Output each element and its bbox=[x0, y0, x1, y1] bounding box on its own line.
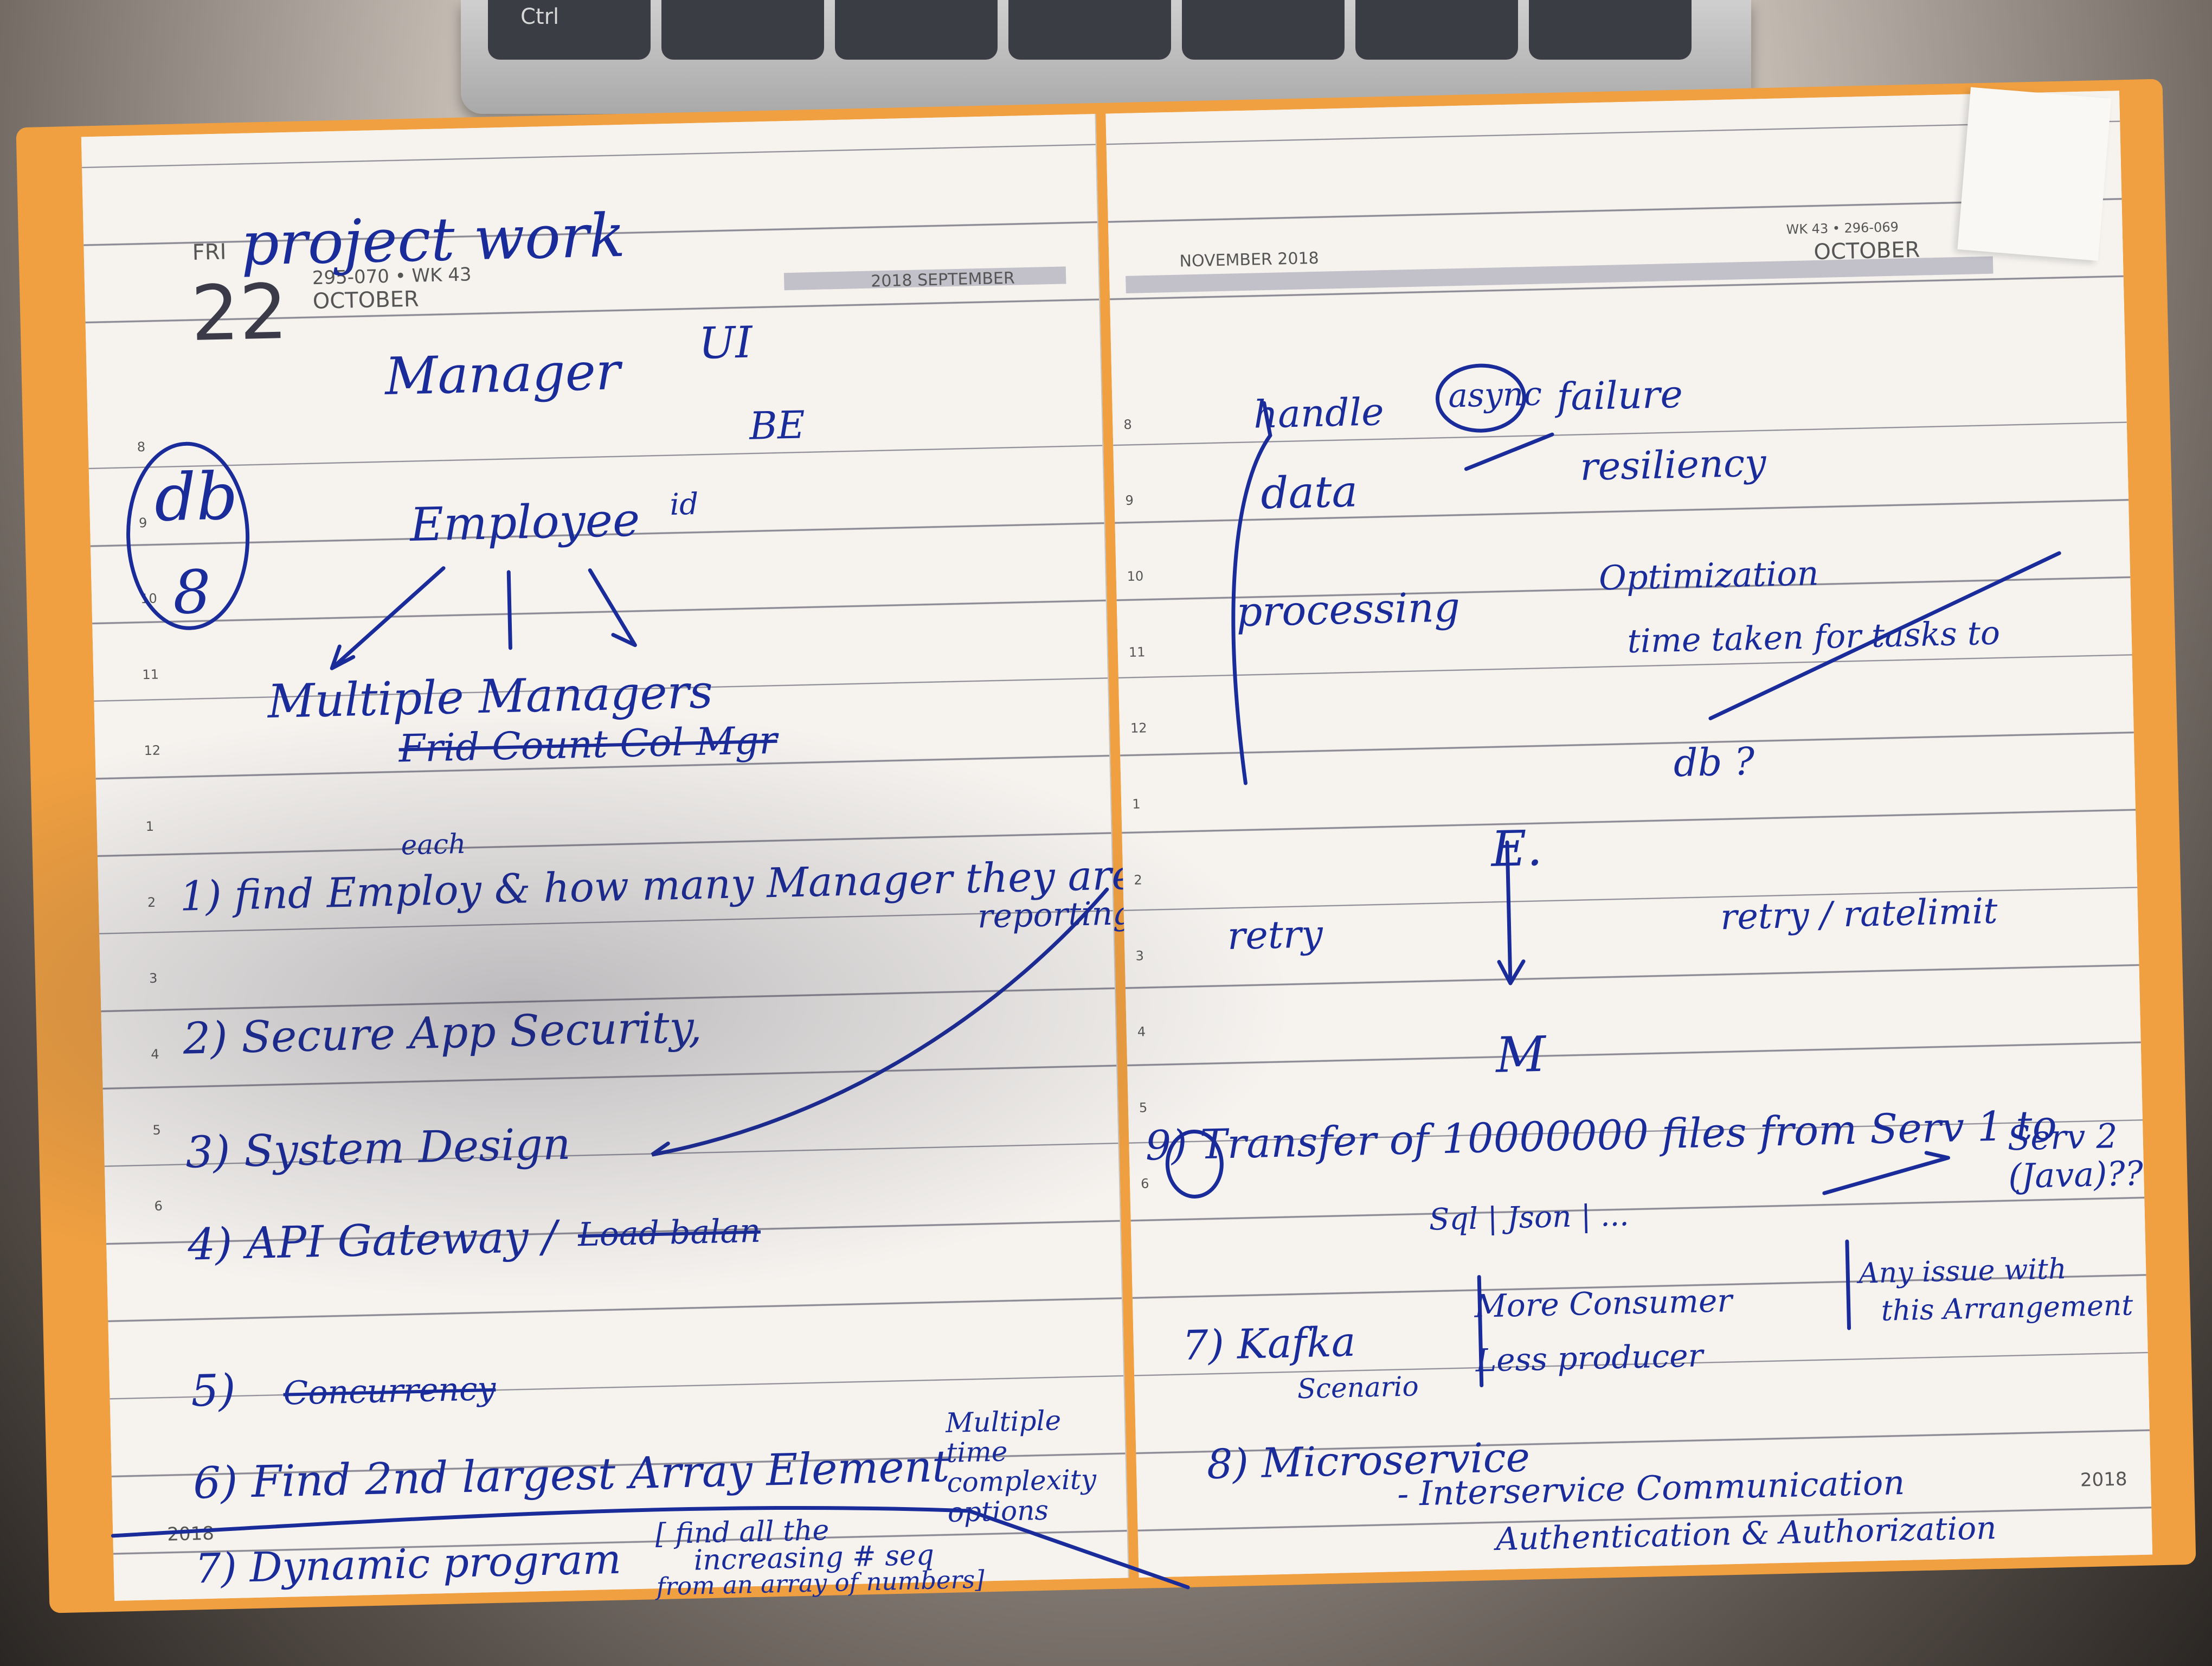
keyboard-key bbox=[661, 0, 824, 60]
keyboard-key bbox=[1182, 0, 1345, 60]
serv-arrow bbox=[1822, 1151, 1950, 1195]
employee-arrow-left bbox=[330, 566, 446, 670]
data-arrow bbox=[1464, 432, 1554, 471]
ctrl-key-label: Ctrl bbox=[520, 4, 560, 29]
keyboard-key bbox=[1008, 0, 1171, 60]
e-to-m-arrow bbox=[1497, 840, 1526, 985]
async-circle bbox=[1435, 363, 1526, 433]
keyboard-key bbox=[1355, 0, 1518, 60]
kafka-divider-2 bbox=[1845, 1239, 1851, 1330]
sticky-note-corner bbox=[1957, 87, 2112, 261]
ctrl-key: Ctrl bbox=[488, 0, 651, 60]
item9-circle bbox=[1165, 1129, 1224, 1199]
employee-arrow-right bbox=[588, 568, 637, 648]
ink-strokes bbox=[111, 363, 2061, 1590]
open-notebook: FRI 22 295-070 • WK 43 OCTOBER 2018 SEPT… bbox=[16, 79, 2196, 1613]
keyboard-key bbox=[1529, 0, 1692, 60]
db-circle bbox=[126, 441, 250, 630]
reporting-arrow bbox=[651, 887, 1109, 1157]
kafka-divider bbox=[1477, 1275, 1484, 1388]
time-arrow bbox=[1708, 551, 2061, 721]
bracket-stroke bbox=[1231, 401, 1272, 785]
employee-arrow-mid bbox=[506, 570, 512, 650]
keyboard: Ctrl bbox=[461, 0, 1751, 114]
keyboard-key bbox=[835, 0, 998, 60]
divider-stroke bbox=[111, 1505, 1190, 1590]
